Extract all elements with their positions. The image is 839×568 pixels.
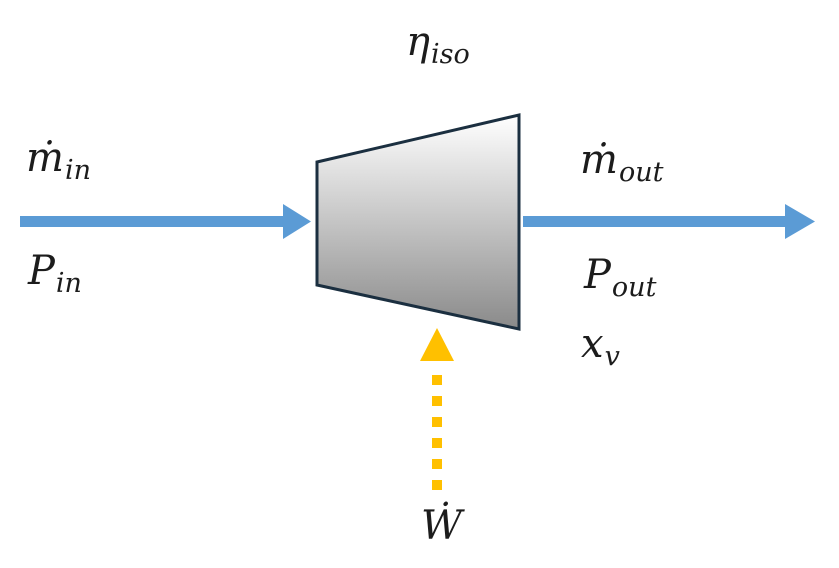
outlet-mass-flow-symbol: ṁ bbox=[580, 137, 618, 183]
outlet-flow-arrow bbox=[523, 204, 815, 239]
label-outlet-pressure: Pout bbox=[584, 252, 656, 303]
inlet-flow-arrow bbox=[20, 204, 311, 239]
inlet-mass-flow-subscript: in bbox=[64, 154, 91, 186]
efficiency-subscript: iso bbox=[430, 38, 470, 70]
label-work: Ẇ bbox=[421, 503, 463, 554]
label-isentropic-efficiency: ηiso bbox=[406, 19, 470, 70]
outlet-pressure-symbol: P bbox=[584, 252, 611, 298]
label-inlet-pressure: Pin bbox=[28, 248, 82, 299]
outlet-pressure-subscript: out bbox=[611, 271, 657, 303]
work-symbol: Ẇ bbox=[421, 503, 463, 549]
work-input-arrow-head bbox=[420, 328, 454, 361]
inlet-mass-flow-symbol: ṁ bbox=[26, 135, 64, 181]
label-outlet-mass-flow: ṁout bbox=[580, 137, 663, 188]
inlet-pressure-symbol: P bbox=[28, 248, 55, 294]
vapor-quality-subscript: v bbox=[604, 340, 620, 372]
outlet-mass-flow-subscript: out bbox=[618, 156, 664, 188]
component-trapezoid bbox=[315, 113, 521, 331]
label-inlet-mass-flow: ṁin bbox=[26, 135, 91, 186]
vapor-quality-symbol: x bbox=[581, 321, 604, 367]
label-vapor-quality: xv bbox=[581, 321, 620, 372]
inlet-pressure-subscript: in bbox=[55, 267, 82, 299]
efficiency-symbol: η bbox=[406, 19, 430, 65]
